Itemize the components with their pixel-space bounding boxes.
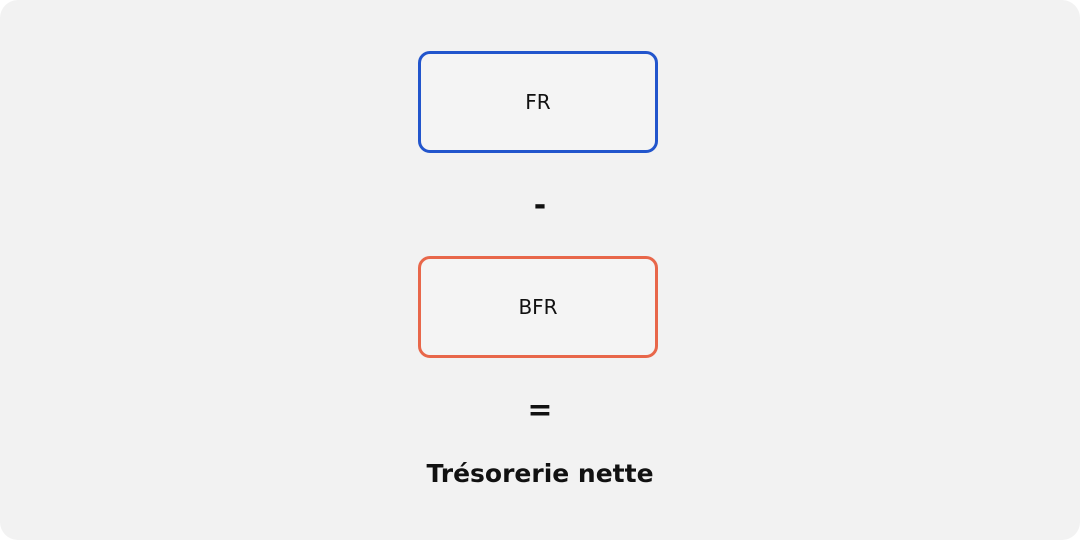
fr-label: FR <box>525 90 551 114</box>
fr-box: FR <box>418 51 658 153</box>
result-label: Trésorerie nette <box>426 459 654 488</box>
equals-operator: = <box>527 393 553 428</box>
bfr-label: BFR <box>518 295 558 319</box>
bfr-box: BFR <box>418 256 658 358</box>
minus-operator: - <box>533 188 547 223</box>
